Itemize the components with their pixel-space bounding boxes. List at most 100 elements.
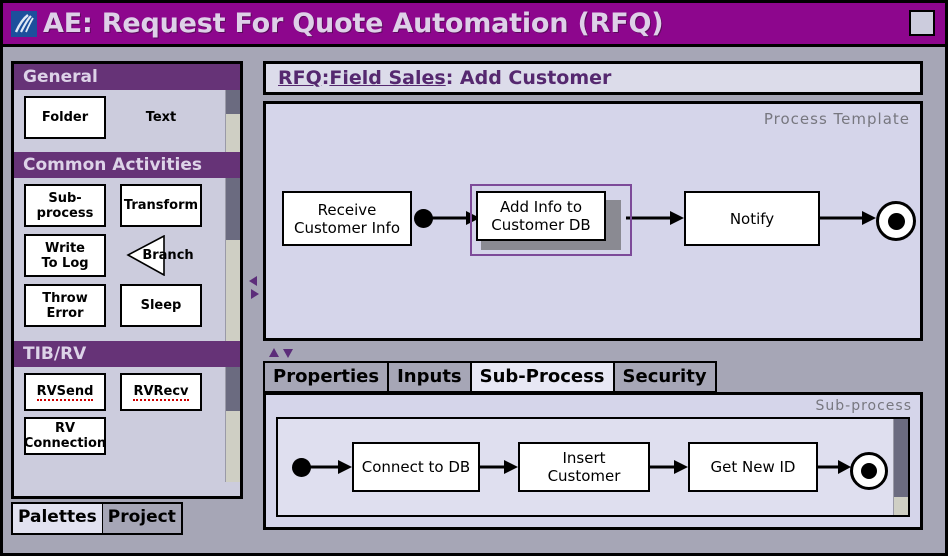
node-label: Notify <box>729 209 775 228</box>
process-node-receive-customer-info[interactable]: Receive Customer Info <box>282 191 412 246</box>
palette-item-rv-connection[interactable]: RV Connection <box>24 417 106 455</box>
palette-item-label: Folder <box>41 110 89 125</box>
palette-item-sub-process[interactable]: Sub- process <box>24 184 106 227</box>
start-dot <box>414 209 433 228</box>
breadcrumb-link-rfq[interactable]: RFQ <box>278 67 322 89</box>
palette-common-items: Sub- process Transform Write To Log <box>14 178 225 341</box>
palette-item-label: RV Connection <box>23 421 107 451</box>
palette-item-transform[interactable]: Transform <box>120 184 202 227</box>
node-label: Receive Customer Info <box>293 200 401 237</box>
breadcrumb-link-field-sales[interactable]: Field Sales <box>329 67 446 89</box>
tab-label: Project <box>107 507 176 527</box>
breadcrumb-separator: : <box>321 67 330 89</box>
palette-section-tibrv-header[interactable]: TIB/RV <box>14 341 240 367</box>
palette-tibrv-scrollbar[interactable] <box>225 367 240 482</box>
canvas-watermark: Process Template <box>763 110 910 128</box>
palette-section-tibrv-body: RVSend RVRecv RV Connection <box>14 367 240 482</box>
tab-project[interactable]: Project <box>102 504 181 533</box>
palette-item-throw-error[interactable]: Throw Error <box>24 284 106 327</box>
editor-region: RFQ : Field Sales : Add Customer Process… <box>263 61 929 551</box>
branch-triangle-icon <box>126 235 165 276</box>
palette-item-label: Sub- process <box>36 190 94 221</box>
palette-panel: General Folder Text <box>11 61 243 499</box>
title-bar: AE: Request For Quote Automation (RFQ) <box>3 3 945 47</box>
palette-item-rvrecv[interactable]: RVRecv <box>120 373 202 411</box>
palette-item-label: Write To Log <box>41 240 89 271</box>
breadcrumb: RFQ : Field Sales : Add Customer <box>263 61 923 95</box>
palette-item-text[interactable]: Text <box>120 99 202 137</box>
node-label: Insert Customer <box>547 449 621 485</box>
scrollbar-thumb[interactable] <box>226 90 240 114</box>
sub-process-scrollbar[interactable] <box>893 419 908 515</box>
palette-item-sleep[interactable]: Sleep <box>120 284 202 327</box>
scrollbar-thumb[interactable] <box>226 178 240 240</box>
node-label: Get New ID <box>710 458 796 476</box>
palette-section-common-body: Sub- process Transform Write To Log <box>14 178 240 341</box>
tab-label: Security <box>622 366 707 387</box>
node-label: Add Info to Customer DB <box>491 198 591 234</box>
palette-item-label: Text <box>145 110 177 125</box>
end-node[interactable] <box>876 201 916 241</box>
palette-item-label: Sleep <box>140 298 182 313</box>
palette-item-label: Branch <box>142 248 194 263</box>
palette-row: Throw Error Sleep <box>24 284 225 327</box>
splitter-up-down-arrows-icon <box>269 348 293 358</box>
vertical-splitter-handle[interactable] <box>247 275 261 301</box>
palette-item-rvsend[interactable]: RVSend <box>24 373 106 411</box>
detail-tab-strip: Properties Inputs Sub-Process Security <box>263 361 717 393</box>
process-node-notify[interactable]: Notify <box>684 191 820 246</box>
tab-security[interactable]: Security <box>614 363 715 391</box>
sub-node-connect-to-db[interactable]: Connect to DB <box>352 442 480 492</box>
palette-item-label: Throw Error <box>42 290 88 321</box>
sub-process-panel: Sub-process Connect to DB <box>263 392 923 530</box>
sub-process-watermark: Sub-process <box>815 398 912 414</box>
tab-palettes[interactable]: Palettes <box>13 504 103 533</box>
palette-row: RVSend RVRecv <box>24 373 225 411</box>
sub-process-canvas[interactable]: Connect to DB Insert Customer Get New ID <box>276 417 910 517</box>
horizontal-splitter-handle[interactable] <box>267 345 295 359</box>
palette-row: Write To Log Branch <box>24 233 225 278</box>
tab-inputs[interactable]: Inputs <box>389 363 472 391</box>
sub-node-insert-customer[interactable]: Insert Customer <box>518 442 650 492</box>
palette-section-general-header[interactable]: General <box>14 64 240 90</box>
breadcrumb-current-add-customer: : Add Customer <box>445 67 612 89</box>
sub-node-get-new-id[interactable]: Get New ID <box>688 442 818 492</box>
palette-tibrv-items: RVSend RVRecv RV Connection <box>14 367 225 482</box>
process-node-add-info-to-customer-db[interactable]: Add Info to Customer DB <box>476 191 606 241</box>
workspace: General Folder Text <box>3 47 945 553</box>
process-template-canvas[interactable]: Process Template Receive Customer Info <box>263 101 923 341</box>
tab-label: Properties <box>273 366 380 387</box>
end-node[interactable] <box>850 452 888 490</box>
selection-outline <box>470 184 632 256</box>
splitter-left-right-arrows-icon <box>249 276 259 299</box>
end-node-fill <box>887 212 905 230</box>
palette-item-label: Transform <box>123 198 199 213</box>
palette-general-scrollbar[interactable] <box>225 90 240 152</box>
palette-row: RV Connection <box>24 417 225 455</box>
palette-item-branch[interactable]: Branch <box>120 233 202 278</box>
maximize-button[interactable] <box>909 10 935 36</box>
tibco-swirl-icon <box>11 10 37 37</box>
palette-row: Sub- process Transform <box>24 184 225 227</box>
palette-section-common-activities: Common Activities Sub- process Transform <box>14 152 240 341</box>
tab-properties[interactable]: Properties <box>265 363 390 391</box>
palette-item-label: RVRecv <box>133 383 189 401</box>
left-panel-tabs: Palettes Project <box>11 502 183 535</box>
palette-section-general-body: Folder Text <box>14 90 240 152</box>
scrollbar-thumb[interactable] <box>226 367 240 411</box>
palette-row: Folder Text <box>24 96 225 139</box>
start-dot <box>292 458 311 477</box>
palette-common-scrollbar[interactable] <box>225 178 240 341</box>
sub-process-connectors <box>310 460 851 474</box>
palette-item-label: RVSend <box>36 383 94 401</box>
tab-sub-process[interactable]: Sub-Process <box>471 363 615 391</box>
scrollbar-thumb[interactable] <box>894 419 908 497</box>
node-label: Connect to DB <box>361 458 471 476</box>
palette-item-folder[interactable]: Folder <box>24 96 106 139</box>
palette-section-tibrv: TIB/RV RVSend RVRecv <box>14 341 240 482</box>
tab-label: Inputs <box>397 366 462 387</box>
palette-section-common-header[interactable]: Common Activities <box>14 152 240 178</box>
palette-item-write-to-log[interactable]: Write To Log <box>24 234 106 277</box>
tab-label: Palettes <box>18 507 97 527</box>
